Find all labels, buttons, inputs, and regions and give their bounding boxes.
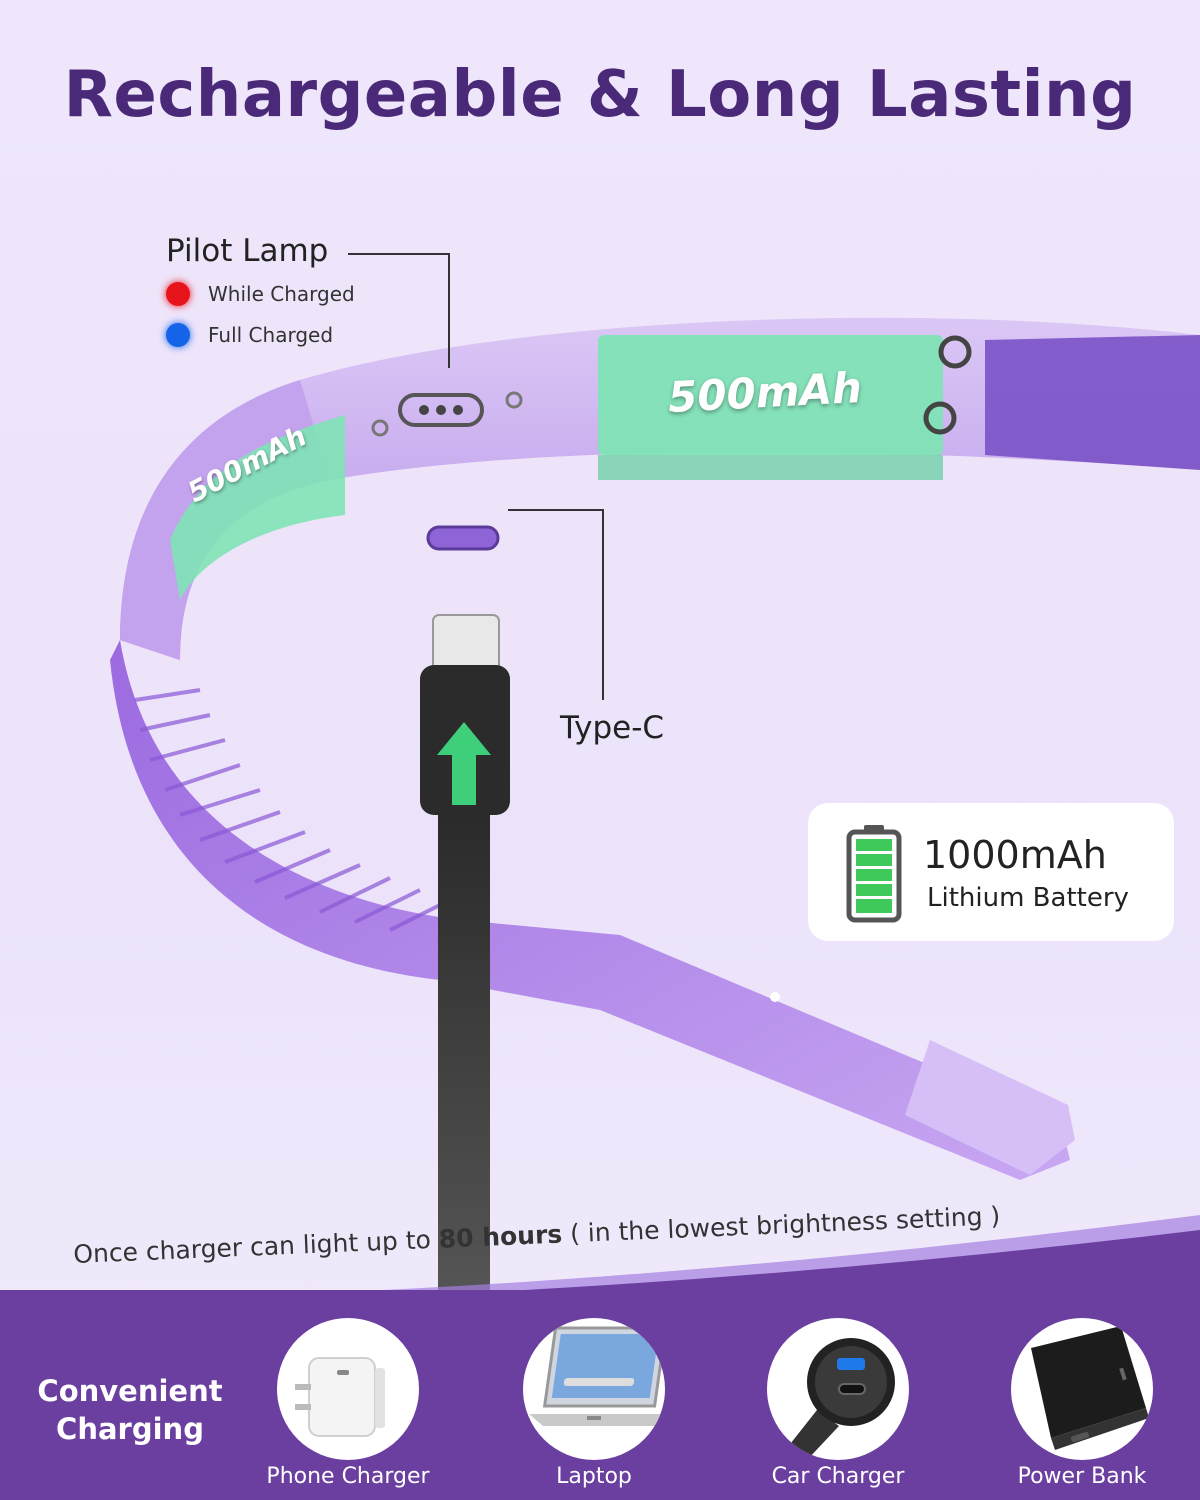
car-charger-icon	[787, 1338, 895, 1460]
legend-full-charged: Full Charged	[166, 323, 333, 347]
power-bank-icon	[1031, 1326, 1149, 1450]
legend-while-charged: While Charged	[166, 282, 355, 306]
laptop-icon	[529, 1326, 665, 1426]
battery-info-card: 1000mAh Lithium Battery	[808, 803, 1174, 941]
battery-full-icon	[846, 825, 902, 923]
legend-label: While Charged	[208, 282, 355, 306]
device-power-bank: Power Bank	[1010, 1318, 1154, 1489]
device-label: Power Bank	[1017, 1464, 1147, 1489]
title-line-1: Convenient	[37, 1374, 223, 1408]
blue-indicator-dot	[166, 323, 190, 347]
legend-label: Full Charged	[208, 323, 334, 347]
note-hours: 80 hours	[438, 1219, 563, 1254]
convenient-charging-title: Convenient Charging	[30, 1372, 230, 1448]
type-c-label: Type-C	[560, 710, 665, 746]
device-phone-charger: Phone Charger	[266, 1318, 430, 1489]
battery-capacity: 1000mAh	[923, 833, 1107, 877]
device-label: Phone Charger	[266, 1464, 430, 1489]
device-laptop: Laptop	[522, 1318, 666, 1489]
page-title: Rechargeable & Long Lasting	[63, 58, 1137, 132]
pilot-lamp-title: Pilot Lamp	[166, 233, 329, 269]
cell-label-right: 500mAh	[666, 362, 863, 423]
red-indicator-dot	[166, 282, 190, 306]
device-label: Laptop	[556, 1464, 632, 1489]
title-line-2: Charging	[56, 1412, 204, 1446]
device-label: Car Charger	[771, 1464, 905, 1489]
device-car-charger: Car Charger	[766, 1318, 910, 1489]
phone-charger-icon	[295, 1357, 385, 1437]
battery-type: Lithium Battery	[927, 883, 1129, 913]
